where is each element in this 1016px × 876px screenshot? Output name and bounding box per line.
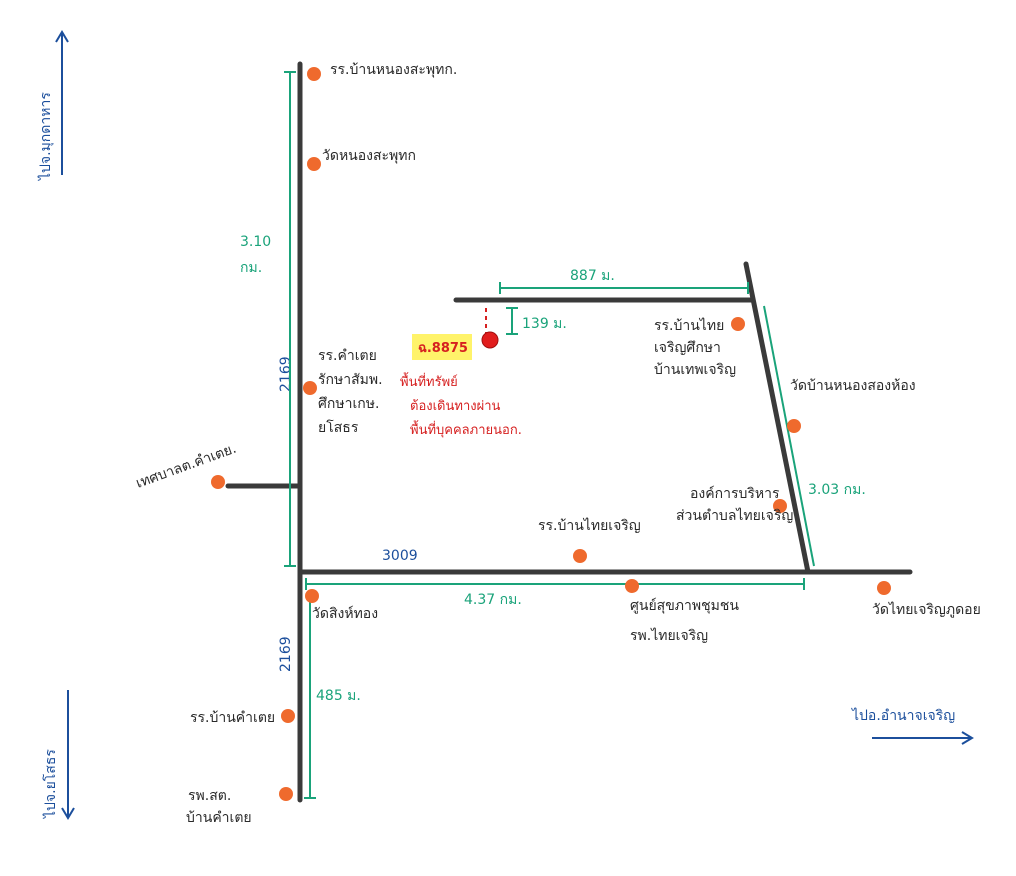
north-arrow-head xyxy=(55,30,69,43)
poi-marker-temple-far-east[interactable] xyxy=(877,581,891,595)
poi-label-school-ne-2: เจริญศึกษา xyxy=(654,340,721,356)
poi-label-school-bottom: รร.บ้านคำเตย xyxy=(190,710,275,726)
poi-marker-municipal[interactable] xyxy=(211,475,225,489)
poi-marker-school-south[interactable] xyxy=(573,549,587,563)
road-number-2169-top: 2169 xyxy=(278,356,294,392)
south-distance-label: 485 ม. xyxy=(316,688,361,704)
poi-marker-school-top[interactable] xyxy=(307,67,321,81)
poi-marker-school-west[interactable] xyxy=(303,381,317,395)
target-property-marker[interactable] xyxy=(481,331,499,349)
road-number-3009: 3009 xyxy=(382,548,418,564)
poi-marker-tao[interactable] xyxy=(773,499,787,513)
poi-marker-temple-top[interactable] xyxy=(307,157,321,171)
poi-marker-hospital[interactable] xyxy=(279,787,293,801)
road-right-branch xyxy=(743,261,811,575)
poi-label-tao-2: ส่วนตำบลไทยเจริญ xyxy=(676,507,793,524)
target-distance-label: 139 ม. xyxy=(522,316,567,332)
poi-label-school-south: รร.บ้านไทยเจริญ xyxy=(538,517,641,534)
poi-label-temple-east: วัดบ้านหนองสองห้อง xyxy=(790,378,916,394)
poi-label-school-west-1: รร.คำเตย xyxy=(318,348,377,364)
poi-marker-school-ne[interactable] xyxy=(731,317,745,331)
poi-label-health-center-2: รพ.ไทยเจริญ xyxy=(630,627,708,644)
plot-id-label: ฉ.8875 xyxy=(418,341,468,356)
south-arrow-head xyxy=(61,807,75,820)
poi-marker-temple-east[interactable] xyxy=(787,419,801,433)
north-distance-label-2: กม. xyxy=(240,260,262,276)
plot-id-highlight xyxy=(412,334,472,360)
east-arrow-head xyxy=(961,731,974,745)
poi-label-tao-1: องค์การบริหาร xyxy=(690,485,780,502)
poi-label-temple-junction: วัดสิงห์ทอง xyxy=(312,605,378,622)
poi-label-school-west-3: ศึกษาเกษ. xyxy=(318,396,379,412)
poi-label-school-ne-1: รร.บ้านไทย xyxy=(654,317,724,334)
poi-label-school-west-2: รักษาสัมพ. xyxy=(318,372,383,388)
poi-label-hospital-2: บ้านคำเตย xyxy=(186,810,252,826)
poi-label-temple-far-east: วัดไทยเจริญภูดอย xyxy=(872,601,981,618)
road-number-2169-bottom: 2169 xyxy=(278,636,294,672)
poi-marker-temple-junction[interactable] xyxy=(305,589,319,603)
poi-marker-health-center[interactable] xyxy=(625,579,639,593)
target-note-line-3: พื้นที่บุคคลภายนอก. xyxy=(410,420,522,438)
bottom-distance-label: 4.37 กม. xyxy=(464,592,522,608)
poi-label-school-top: รร.บ้านหนองสะพุทก. xyxy=(330,62,457,78)
poi-label-school-west-4: ยโสธร xyxy=(318,419,359,436)
target-note-line-1: พื้นที่ทรัพย์ xyxy=(400,372,458,390)
poi-label-health-center-1: ศูนย์สุขภาพชุมชน xyxy=(630,597,739,614)
north-direction-label: ไปจ.มุกดาหาร xyxy=(37,92,54,181)
south-direction-label: ไปจ.ยโสธร xyxy=(42,749,59,819)
right-distance-label: 3.03 กม. xyxy=(808,482,866,498)
north-distance-label-1: 3.10 xyxy=(240,234,271,250)
target-note-line-2: ต้องเดินทางผ่าน xyxy=(410,399,501,414)
poi-label-temple-top: วัดหนองสะพุทก xyxy=(322,148,416,164)
poi-label-hospital-1: รพ.สต. xyxy=(188,788,231,804)
east-direction-label: ไปอ.อำนาจเจริญ xyxy=(851,707,955,724)
top-road-distance-label: 887 ม. xyxy=(570,268,615,284)
right-distance-line xyxy=(763,305,815,567)
poi-label-school-ne-3: บ้านเทพเจริญ xyxy=(654,362,736,378)
poi-marker-school-bottom[interactable] xyxy=(281,709,295,723)
